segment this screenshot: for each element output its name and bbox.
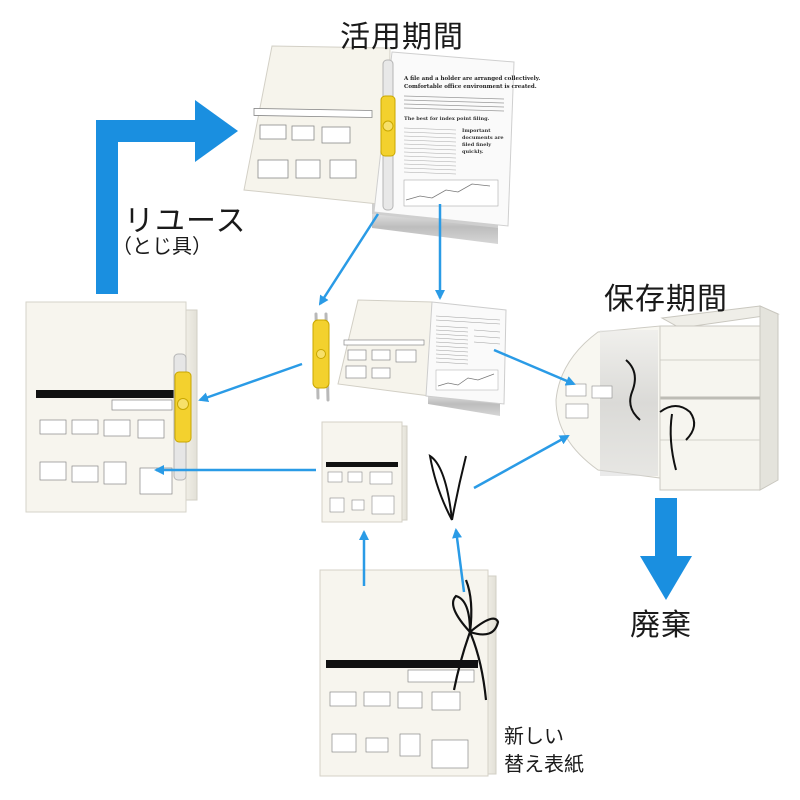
active-period-label: 活用期間 — [340, 20, 464, 55]
doc-sidebar-3: filed finely — [462, 142, 492, 148]
reused-file — [25, 301, 198, 513]
new-cover-label-line1: 新しい — [504, 724, 564, 748]
arrow-to-storage — [493, 348, 576, 386]
doc-sidebar-1: Important — [462, 128, 491, 134]
doc-heading-2: Comfortable office environment is create… — [404, 84, 537, 90]
arrow-string-to-storage — [473, 434, 570, 490]
reuse-arrow — [96, 100, 238, 294]
reuse-sub-label: （とじ具） — [112, 234, 212, 258]
storage-box — [555, 305, 780, 491]
new-cover — [319, 569, 500, 777]
center-file — [337, 299, 507, 416]
reuse-label: リユース — [124, 204, 247, 239]
active-file: A file and a holder are arranged collect… — [243, 45, 540, 244]
doc-sidebar-2: documents are — [462, 135, 504, 141]
disposal-label: 廃棄 — [630, 608, 692, 643]
tie-string — [428, 453, 467, 521]
storage-period-label: 保存期間 — [604, 282, 728, 317]
doc-heading-1: A file and a holder are arranged collect… — [403, 76, 540, 82]
new-cover-label-line2: 替え表紙 — [504, 752, 584, 776]
doc-section-title: The best for index point filing. — [404, 116, 490, 122]
flow-arrows — [154, 204, 576, 593]
arrow-to-clip — [318, 213, 380, 306]
doc-sidebar-4: quickly. — [462, 149, 484, 155]
disposal-arrow — [640, 498, 692, 600]
front-cover — [321, 421, 408, 523]
binding-clip — [312, 312, 330, 402]
arrow-to-reused-file — [198, 362, 303, 403]
arrow-new-to-string — [452, 528, 466, 593]
